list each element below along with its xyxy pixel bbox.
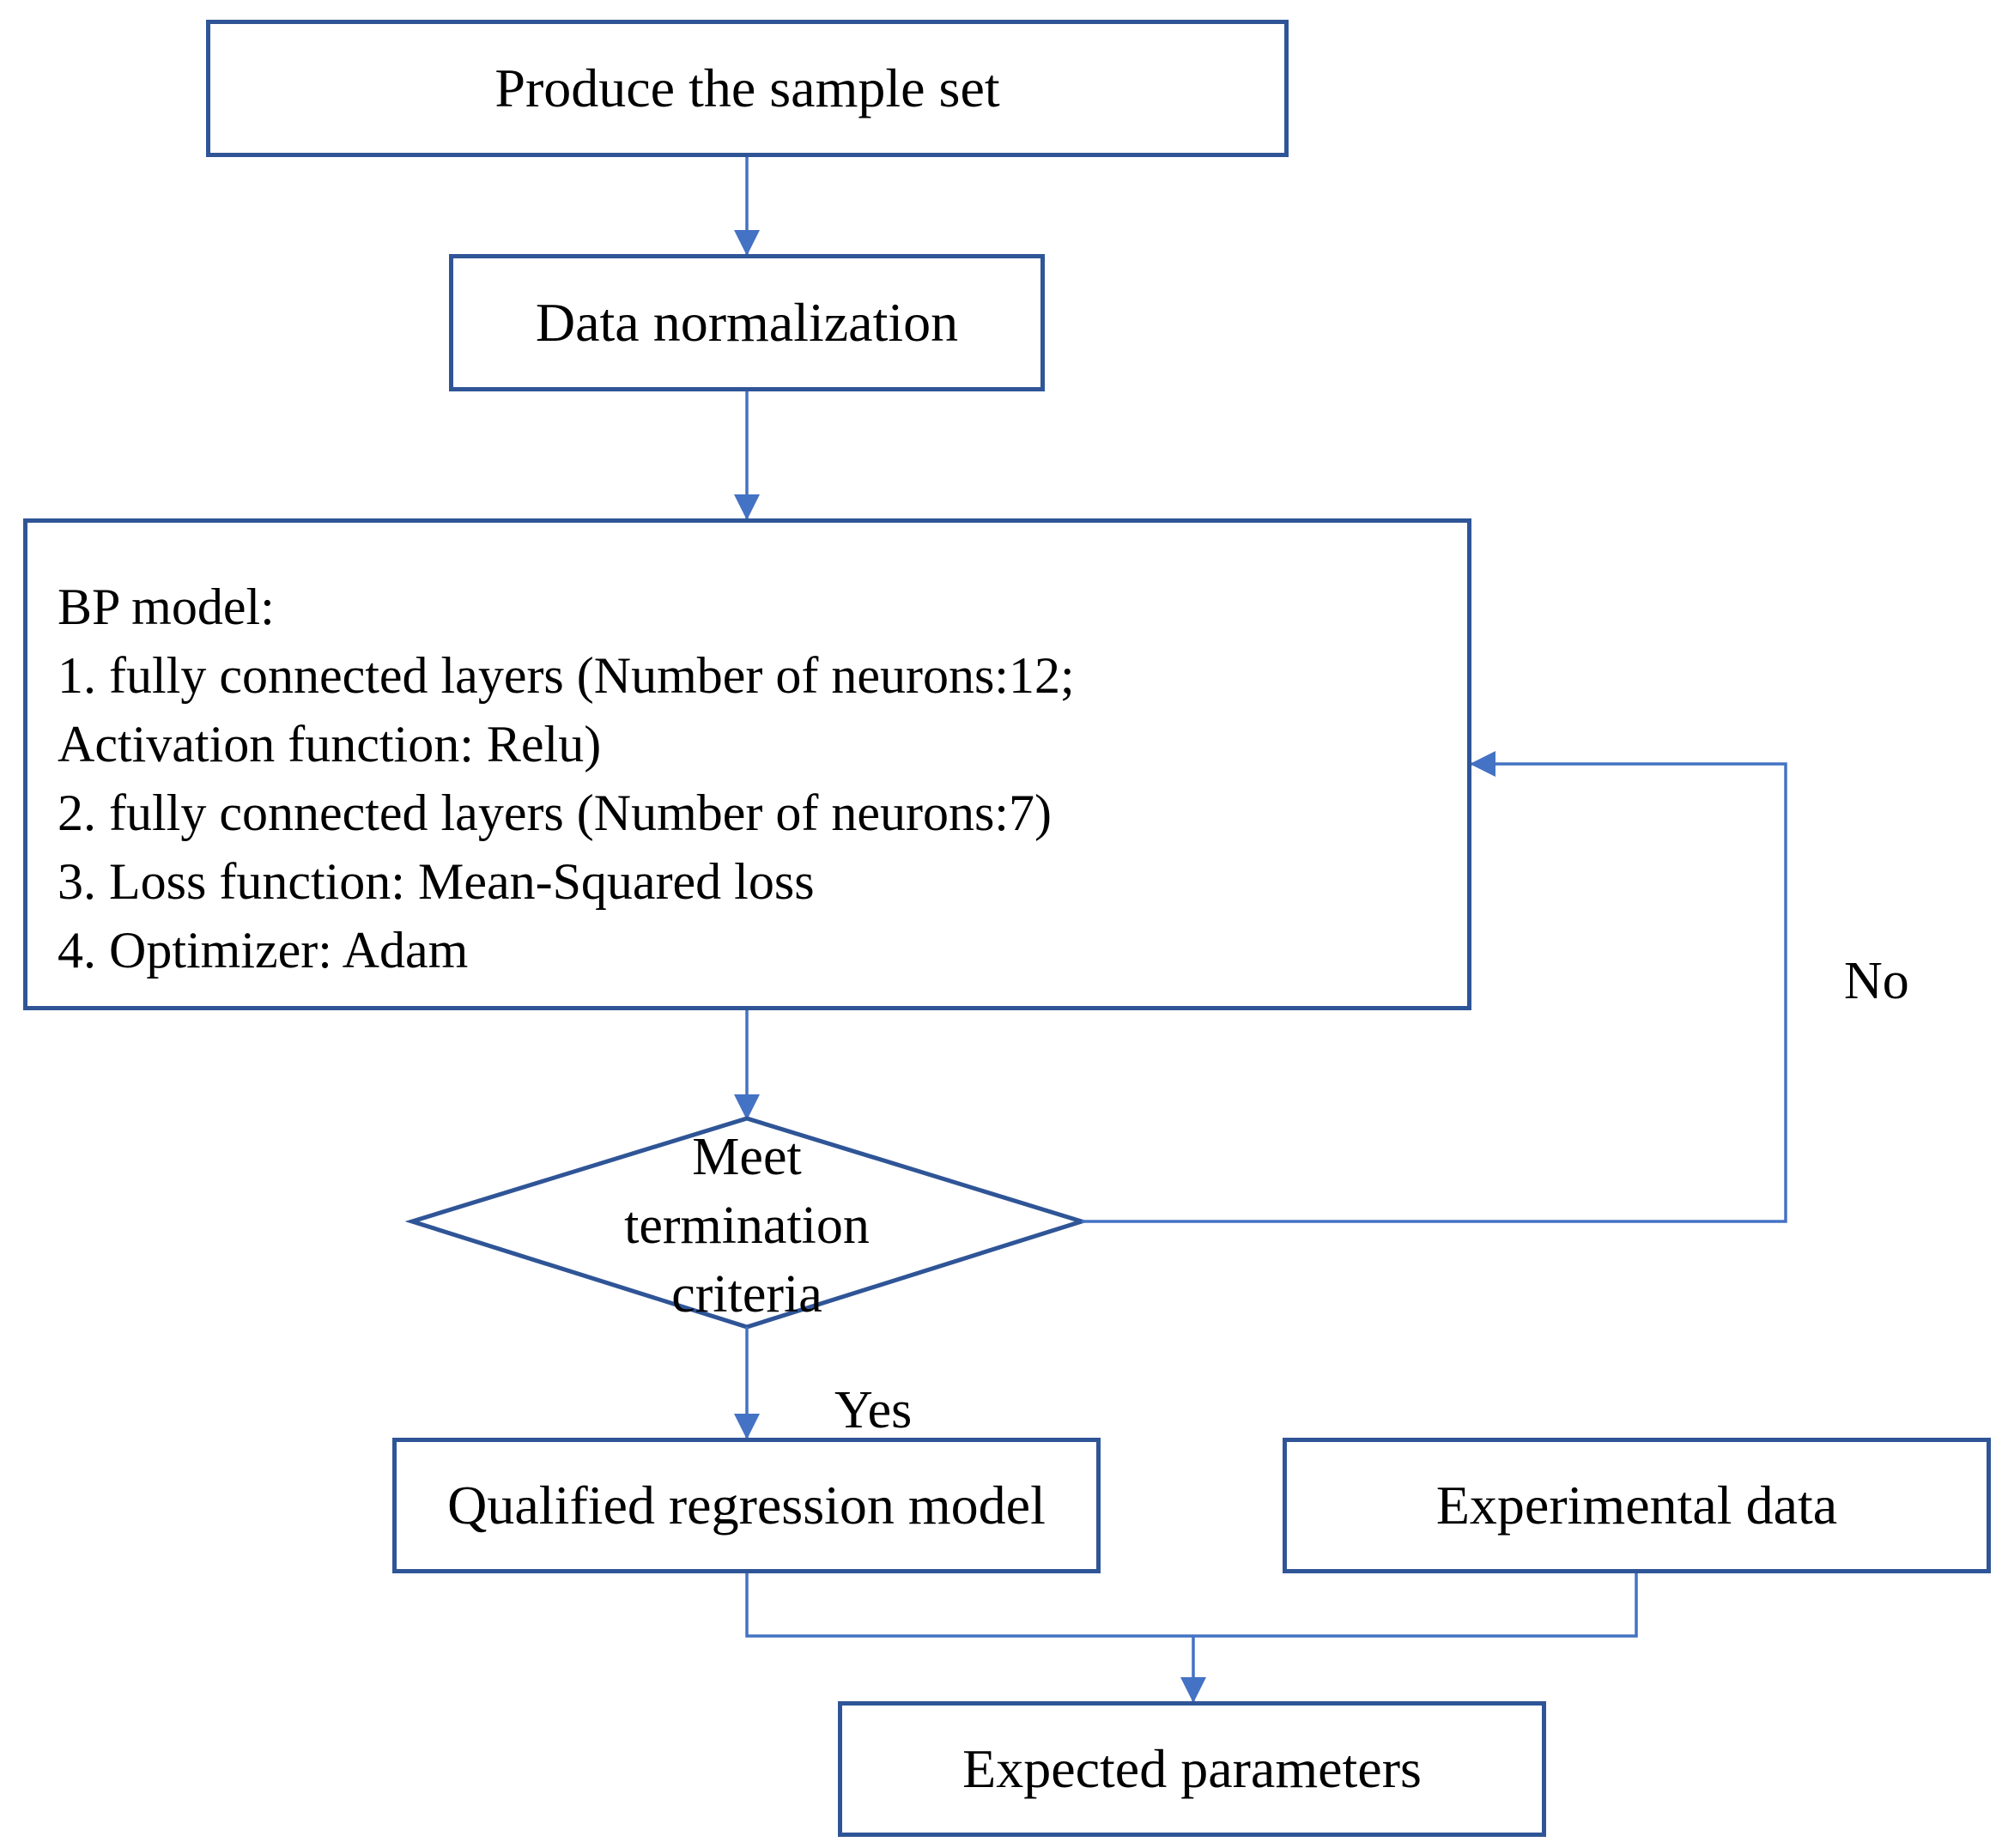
box-data-normalization-label: Data normalization bbox=[535, 292, 959, 353]
box-expected-parameters-label: Expected parameters bbox=[962, 1738, 1422, 1799]
decision-label: Meet termination criteria bbox=[575, 1123, 919, 1329]
decision-label-line-3: criteria bbox=[671, 1265, 822, 1324]
box-qualified-regression-model-label: Qualified regression model bbox=[447, 1475, 1046, 1536]
bp-model-line-2: 2. fully connected layers (Number of neu… bbox=[58, 785, 1052, 841]
bp-model-line-1: 1. fully connected layers (Number of neu… bbox=[58, 647, 1075, 704]
box-qualified-regression-model: Qualified regression model bbox=[392, 1438, 1101, 1573]
edge-label-no: No bbox=[1844, 952, 1909, 1010]
decision-label-line-2: termination bbox=[624, 1197, 870, 1255]
box-bp-model: BP model: 1. fully connected layers (Num… bbox=[23, 518, 1471, 1010]
arrow-no-loop bbox=[1082, 751, 1787, 1223]
box-data-normalization: Data normalization bbox=[449, 254, 1045, 391]
bp-model-line-3: 3. Loss function: Mean-Squared loss bbox=[58, 853, 815, 910]
bp-model-text: BP model: 1. fully connected layers (Num… bbox=[58, 573, 1075, 985]
bp-model-line-4: 4. Optimizer: Adam bbox=[58, 922, 469, 979]
bp-model-line-1-cont: Activation function: Relu) bbox=[58, 716, 602, 773]
connector-qualified-model-merge bbox=[745, 1571, 1638, 1638]
box-expected-parameters: Expected parameters bbox=[838, 1701, 1546, 1837]
box-experimental-data-label: Experimental data bbox=[1435, 1475, 1838, 1536]
box-experimental-data: Experimental data bbox=[1283, 1438, 1991, 1573]
box-produce-sample-set: Produce the sample set bbox=[206, 20, 1289, 157]
edge-label-yes: Yes bbox=[834, 1381, 913, 1439]
box-produce-sample-set-label: Produce the sample set bbox=[494, 58, 1000, 118]
bp-model-line-title: BP model: bbox=[58, 579, 275, 635]
decision-label-line-1: Meet bbox=[692, 1128, 802, 1186]
